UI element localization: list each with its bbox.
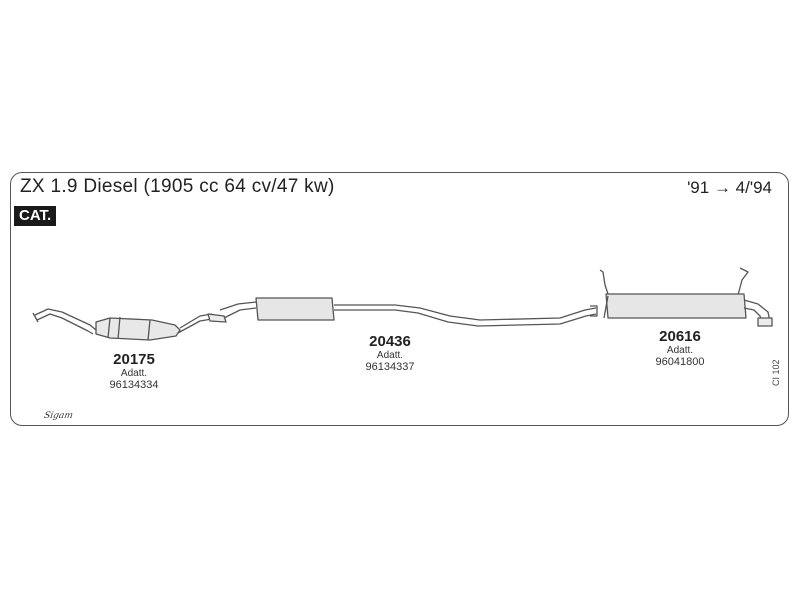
cat-badge: CAT. xyxy=(14,206,57,226)
part-number: 20175 xyxy=(113,351,155,368)
adapt-label: Adatt. xyxy=(120,368,148,379)
oem-number: 96134334 xyxy=(109,379,159,391)
part-label-20616[interactable]: 20616 Adatt. 96041800 xyxy=(642,328,718,369)
oem-number: 96134337 xyxy=(365,361,415,373)
oem-number: 96041800 xyxy=(655,356,705,368)
middle-silencer-part[interactable] xyxy=(207,297,598,327)
model-title: ZX 1.9 Diesel (1905 cc 64 cv/47 kw) xyxy=(20,176,335,197)
part-number: 20436 xyxy=(369,333,411,350)
brand-logo: Sigam xyxy=(42,411,74,421)
adapt-label: Adatt. xyxy=(666,345,694,356)
part-label-20436[interactable]: 20436 Adatt. 96134337 xyxy=(352,333,428,374)
catalog-code: CI 102 xyxy=(771,359,781,386)
part-number: 20616 xyxy=(659,328,701,345)
catalytic-converter-part[interactable] xyxy=(32,308,213,341)
date-range: '91 → 4/'94 xyxy=(687,178,772,197)
part-label-20175[interactable]: 20175 Adatt. 96134334 xyxy=(96,351,172,392)
adapt-label: Adatt. xyxy=(376,350,404,361)
rear-silencer-part[interactable] xyxy=(599,267,773,327)
